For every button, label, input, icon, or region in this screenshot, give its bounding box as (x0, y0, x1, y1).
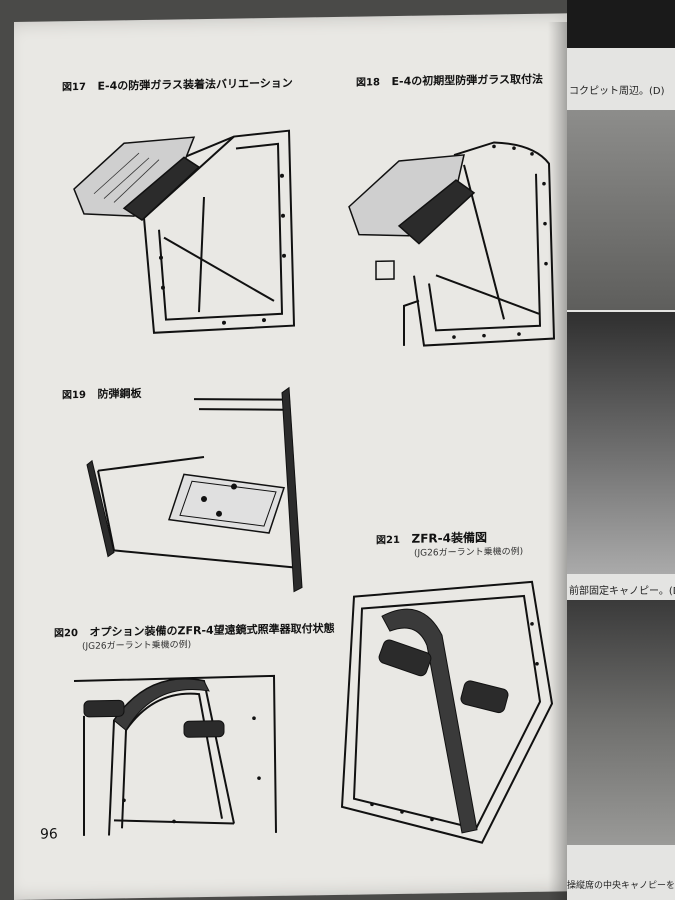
caption-cockpit: コクピット周辺。(D) (569, 86, 665, 97)
fig21-number: 図21 (376, 534, 400, 547)
photo-cockpit (567, 110, 675, 310)
fig19-drawing (84, 387, 324, 601)
caption-center-canopy: 操縦席の中央キャノピーを右 (567, 881, 675, 891)
fig20-number: 図20 (54, 627, 78, 640)
fig18-caption: 図18 E-4の初期型防弾ガラス取付法 (356, 68, 543, 90)
fig19-number: 図19 (62, 389, 86, 402)
left-page: 図17 E-4の防弾ガラス装着法バリエーション 図18 E-4の初期型防弾ガラス… (14, 13, 574, 900)
fig18-number: 図18 (356, 77, 380, 89)
page-number: 96 (40, 826, 58, 843)
fig17-number: 図17 (62, 81, 86, 94)
fig21-drawing (332, 573, 562, 852)
fig21-subtitle: (JG26ガーラント乗機の例) (414, 547, 524, 559)
fig17-drawing (64, 95, 314, 339)
fig18-drawing (344, 123, 564, 356)
right-page: コクピット周辺。(D) 前部固定キャノピー。(D) 操縦席の中央キャノピーを右 (567, 0, 675, 900)
fig20-caption: 図20 オプション装備のZFR-4望遠鏡式照準器取付状態 (54, 617, 335, 640)
fig18-title: E-4の初期型防弾ガラス取付法 (391, 72, 544, 89)
photo-top (567, 0, 675, 48)
fig20-title: オプション装備のZFR-4望遠鏡式照準器取付状態 (89, 621, 335, 639)
fig20-drawing (54, 658, 284, 842)
photo-center-canopy (567, 600, 675, 845)
fig17-title: E-4の防弾ガラス装着法バリエーション (97, 76, 293, 93)
fig17-caption: 図17 E-4の防弾ガラス装着法バリエーション (62, 72, 293, 95)
caption-front-canopy: 前部固定キャノピー。(D) (569, 586, 675, 597)
fig20-subtitle: (JG26ガーラント乗機の例) (82, 640, 192, 652)
fig21-title: ZFR-4装備図 (411, 530, 487, 546)
photo-canopy (567, 312, 675, 574)
